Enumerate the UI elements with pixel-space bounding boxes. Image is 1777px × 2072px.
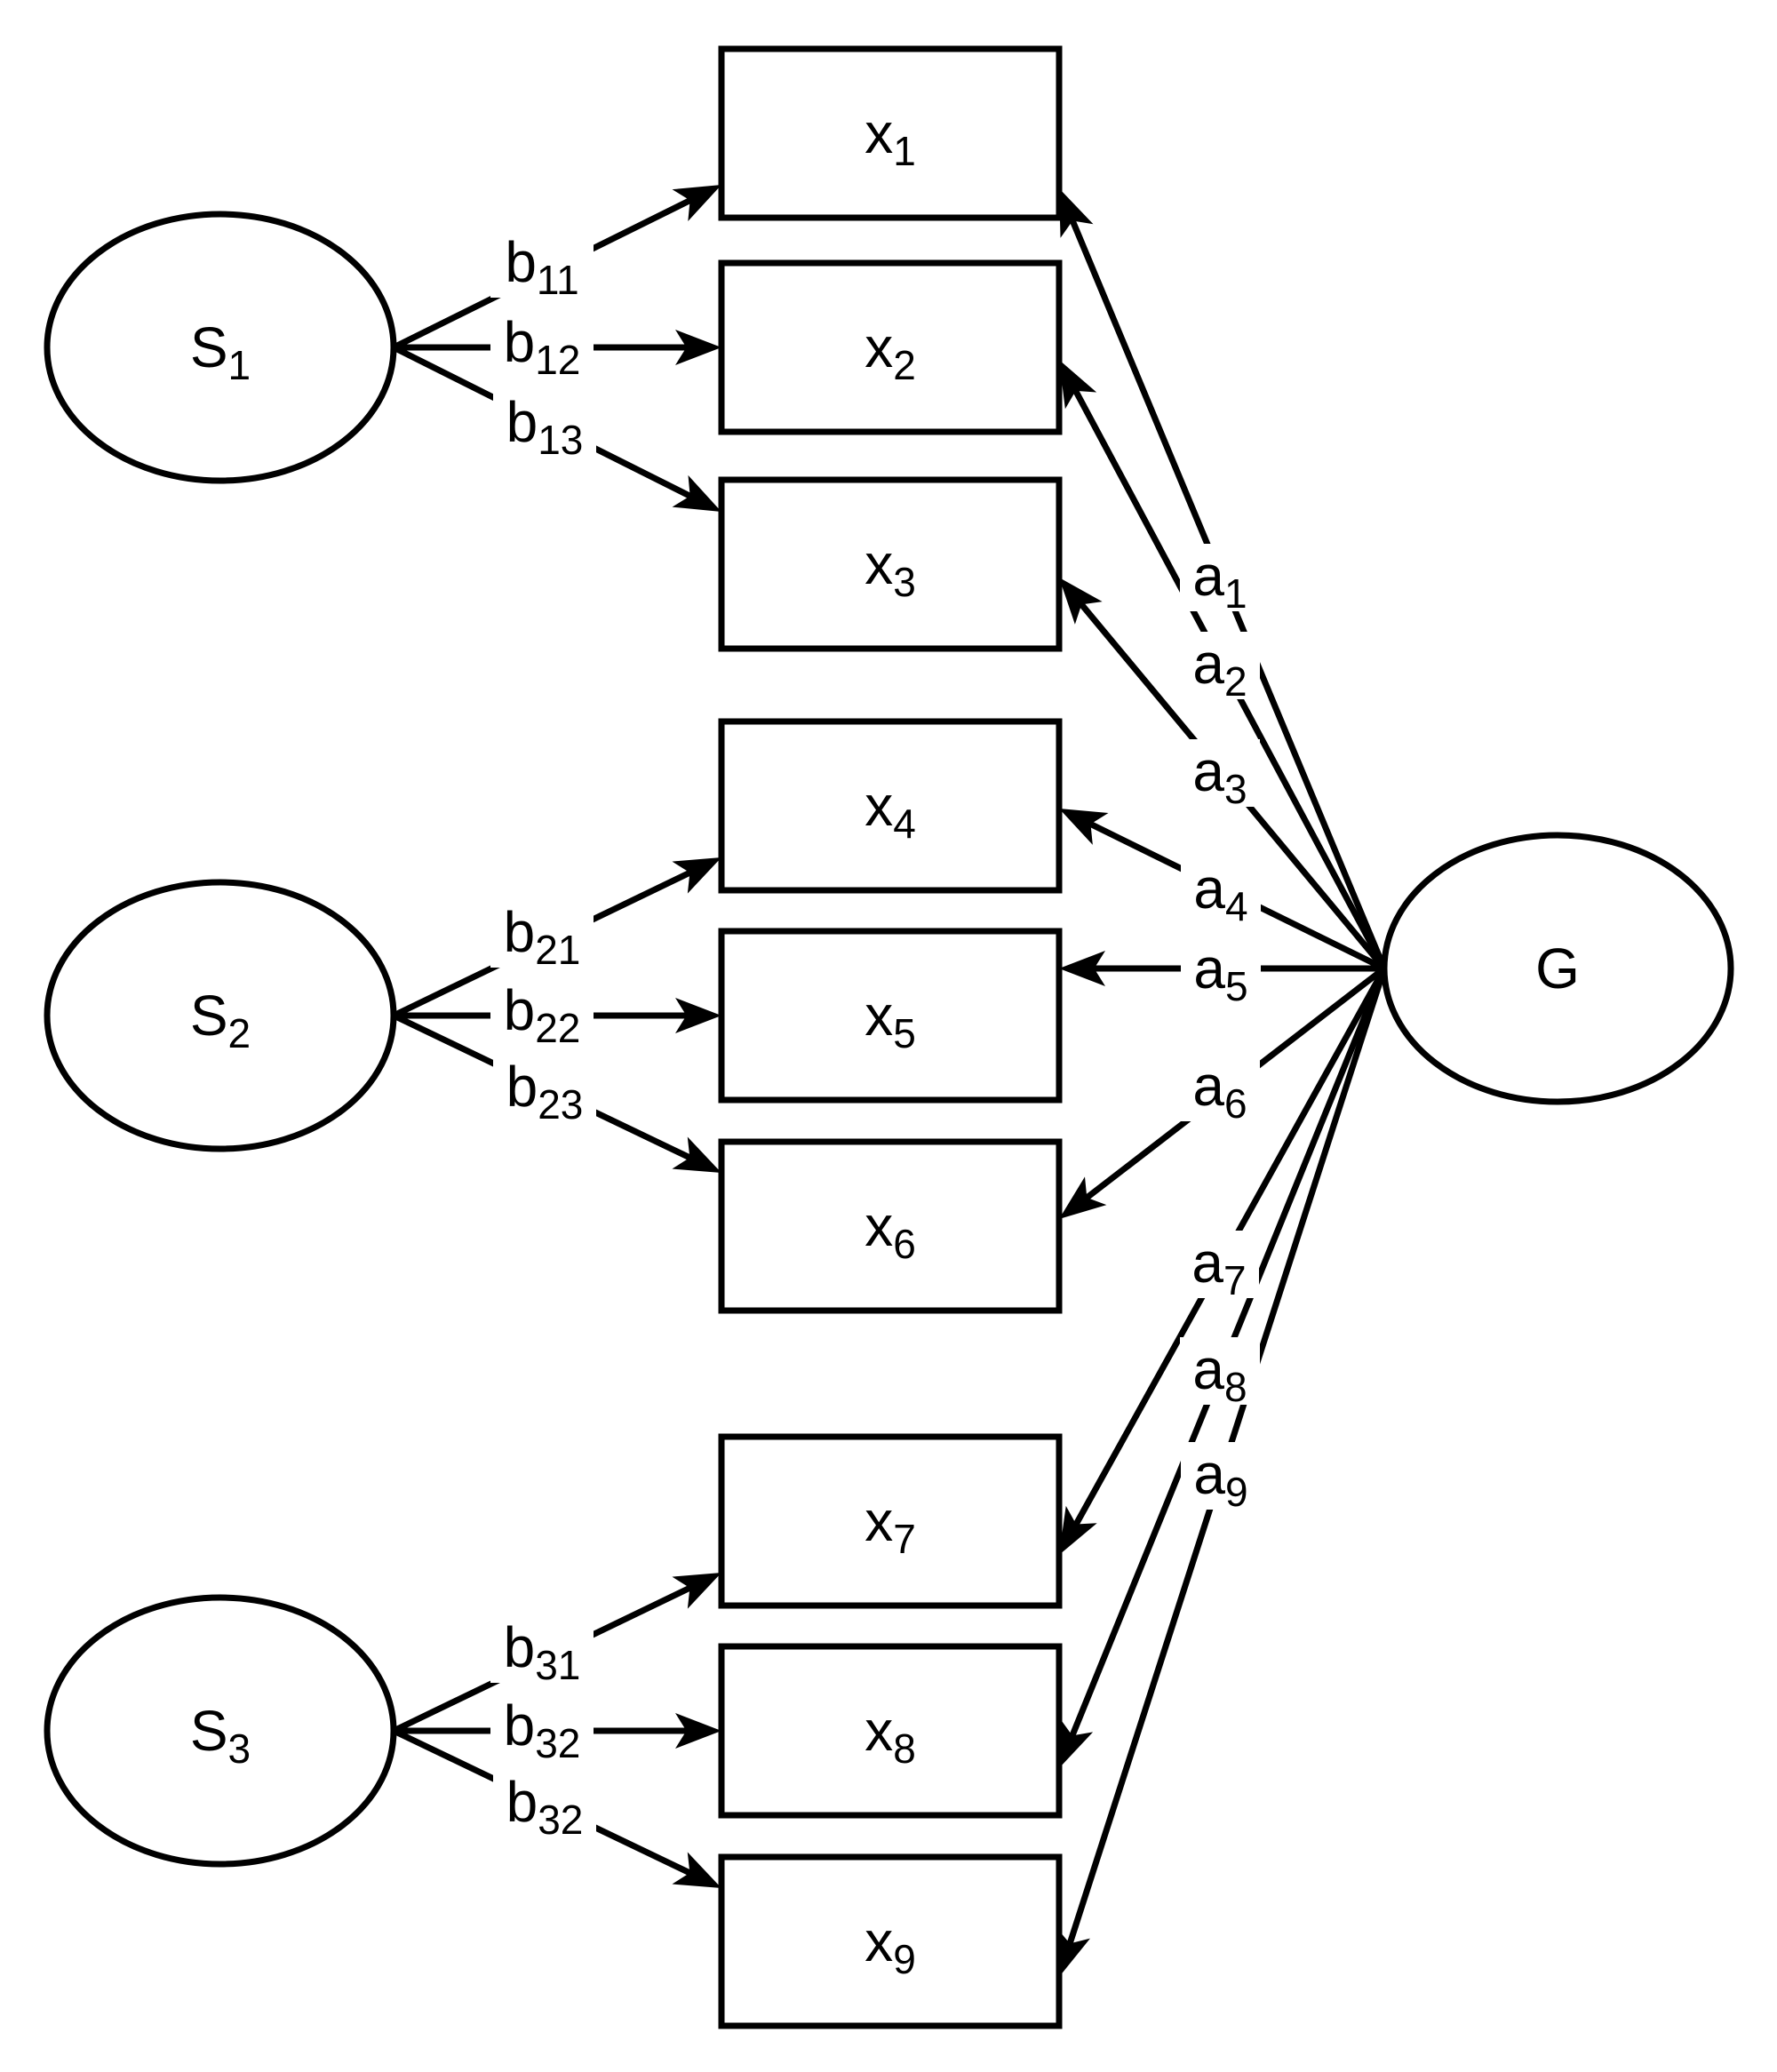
path-label-a9-subscript: 9 <box>1225 1469 1248 1515</box>
path-label-bg-b32 <box>490 1693 594 1761</box>
path-label-bg-b12 <box>490 310 594 378</box>
arrowhead-b32b-icon <box>672 1852 721 1888</box>
latent-factor-label-S1-subscript: 1 <box>228 342 251 388</box>
arrowhead-a5-icon <box>1059 951 1105 986</box>
path-label-a2: a2 <box>1192 632 1247 705</box>
path-label-b23-subscript: 23 <box>538 1081 583 1128</box>
latent-factor-label-G: G <box>1535 936 1580 1000</box>
path-label-b11-subscript: 11 <box>537 257 579 303</box>
observed-variable-label-x4-subscript: 4 <box>893 801 916 847</box>
observed-variable-box-x6 <box>718 1138 1063 1314</box>
path-label-a5-subscript: 5 <box>1225 963 1248 1009</box>
path-label-a3-subscript: 3 <box>1224 766 1247 812</box>
path-label-bg-a8 <box>1180 1337 1260 1405</box>
observed-variable-box-x7 <box>718 1433 1063 1609</box>
observed-variable-label-x3-subscript: 3 <box>893 559 916 605</box>
latent-factor-label-S2-subscript: 2 <box>228 1010 251 1056</box>
arrowhead-b12-icon <box>675 330 721 365</box>
observed-variable-label-x7-subscript: 7 <box>893 1516 916 1562</box>
path-label-bg-a7 <box>1179 1231 1259 1298</box>
arrowhead-a3-icon <box>1059 578 1103 625</box>
path-label-a6-subscript: 6 <box>1224 1080 1247 1127</box>
path-label-b21-subscript: 21 <box>535 927 580 973</box>
path-label-a7-subscript: 7 <box>1223 1257 1247 1303</box>
path-label-bg-a4 <box>1181 857 1261 924</box>
latent-factor-label-S3-subscript: 3 <box>228 1725 251 1772</box>
path-label-bg-b21 <box>490 900 594 968</box>
arrowhead-a4-icon <box>1059 809 1109 845</box>
path-label-bg-b23 <box>493 1055 596 1122</box>
observed-variable-box-x1 <box>718 45 1063 221</box>
path-label-bg-a3 <box>1180 739 1260 807</box>
path-label-a1-subscript: 1 <box>1224 570 1247 617</box>
observed-variable-label-x2: x2 <box>865 315 916 388</box>
observed-variable-box-x4 <box>718 718 1063 894</box>
path-label-bg-b32b <box>493 1770 596 1837</box>
path-label-b12-subscript: 12 <box>535 337 580 383</box>
path-label-b32-subscript: 32 <box>535 1720 580 1766</box>
arrowhead-a8-icon <box>1059 1718 1094 1768</box>
path-label-bg-a2 <box>1180 632 1260 699</box>
arrowhead-b23-icon <box>672 1136 721 1173</box>
observed-variable-box-x3 <box>718 476 1063 652</box>
arrowhead-a2-icon <box>1059 360 1097 410</box>
observed-variable-label-x2-subscript: 2 <box>893 342 916 388</box>
path-label-bg-a5 <box>1181 936 1261 1004</box>
arrowhead-b13-icon <box>672 474 721 512</box>
path-label-b32b-subscript: 32 <box>538 1797 583 1843</box>
path-label-bg-b31 <box>490 1615 594 1683</box>
path-label-b22-subscript: 22 <box>535 1005 580 1051</box>
observed-variable-box-x2 <box>718 259 1063 435</box>
path-label-a6: a6 <box>1192 1054 1247 1127</box>
path-label-a2-subscript: 2 <box>1224 658 1247 705</box>
path-label-a4-subscript: 4 <box>1225 883 1248 929</box>
observed-variable-box-x9 <box>718 1853 1063 2029</box>
observed-variable-box-x5 <box>718 928 1063 1104</box>
path-label-bg-b22 <box>490 978 594 1046</box>
path-label-bg-a9 <box>1181 1442 1261 1510</box>
arrowhead-b31-icon <box>672 1573 721 1609</box>
observed-variable-label-x5-subscript: 5 <box>893 1010 916 1056</box>
observed-variable-label-x9-subscript: 9 <box>893 1936 916 1982</box>
path-label-bg-a1 <box>1180 544 1260 611</box>
arrowhead-a6-icon <box>1059 1176 1107 1219</box>
observed-variable-label-x8-subscript: 8 <box>893 1725 916 1772</box>
arrowhead-a1-icon <box>1059 188 1094 238</box>
path-label-b22: b22 <box>504 978 581 1051</box>
arrowhead-a9-icon <box>1056 1927 1090 1977</box>
arrowhead-b11-icon <box>672 185 721 222</box>
arrowhead-b32-icon <box>675 1713 721 1749</box>
observed-variable-label-x6-subscript: 6 <box>893 1221 916 1267</box>
path-label-b31-subscript: 31 <box>535 1642 580 1688</box>
arrowhead-b21-icon <box>672 857 721 894</box>
arrowhead-b22-icon <box>675 998 721 1033</box>
path-label-bg-a6 <box>1180 1054 1260 1121</box>
observed-variable-label-x9: x9 <box>865 1909 916 1982</box>
arrowhead-a7-icon <box>1059 1505 1097 1555</box>
path-label-b13-subscript: 13 <box>538 417 583 463</box>
observed-variable-label-x1-subscript: 1 <box>893 128 916 174</box>
path-label-bg-b11 <box>490 230 594 298</box>
path-label-a8-subscript: 8 <box>1224 1364 1247 1410</box>
observed-variable-box-x8 <box>718 1643 1063 1819</box>
path-label-bg-b13 <box>493 390 596 458</box>
